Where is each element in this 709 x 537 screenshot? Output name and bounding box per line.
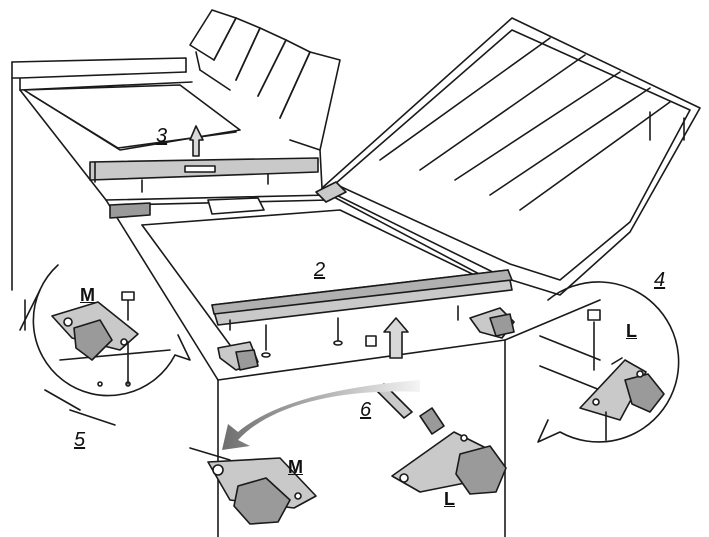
top-baskets [189,9,341,189]
lid-hinge [315,181,347,203]
hinge-l-part [391,431,507,495]
rail-2 [211,269,513,358]
step-label-6: 6 [360,399,372,421]
step-label-3: 3 [156,125,168,147]
rail-2-left-hinge [217,341,259,371]
part-label-l-bottom: L [444,489,455,509]
up-arrow-rail-2 [383,317,409,359]
rail-2-right-hinge [469,307,515,339]
part-label-l-detail: L [626,321,637,341]
right-lid [321,17,701,296]
step-label-2: 2 [314,259,326,281]
part-label-m-detail: M [80,285,95,305]
step-label-5: 5 [74,429,86,451]
detail-circle-right [537,281,680,443]
up-arrow-rail-3 [189,125,204,157]
left-compartment [23,84,241,151]
hinge-m-part [189,447,317,525]
rail-3 [89,157,319,219]
part-label-m-bottom: M [288,457,303,477]
detail-circle-left [19,264,191,426]
move-arrow [222,380,420,450]
step-label-4: 4 [654,269,666,291]
